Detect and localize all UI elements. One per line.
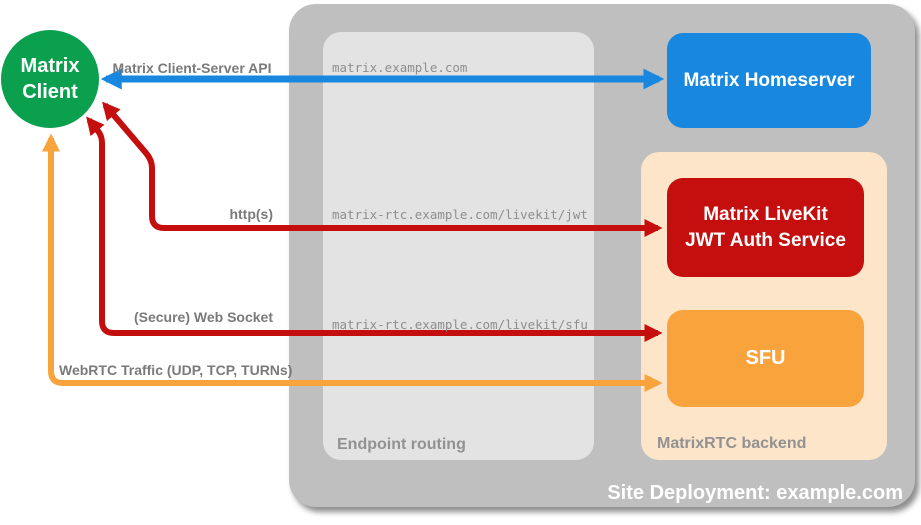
matrixrtc-backend-label: MatrixRTC backend xyxy=(657,435,807,452)
client-server-api-label: Matrix Client-Server API xyxy=(112,60,272,76)
sfu-label: SFU xyxy=(745,347,786,369)
jwt-auth-service-node: Matrix LiveKit JWT Auth Service xyxy=(667,178,864,277)
jwt-auth-service-label-line1: Matrix LiveKit xyxy=(703,203,828,225)
websocket-label: (Secure) Web Socket xyxy=(133,309,273,325)
endpoint-homeserver-url: matrix.example.com xyxy=(332,60,468,75)
jwt-auth-service-label-line2: JWT Auth Service xyxy=(685,229,846,251)
matrix-client-node: Matrix Client xyxy=(1,30,99,128)
site-deployment-label: Site Deployment: example.com xyxy=(607,482,903,504)
matrix-homeserver-label: Matrix Homeserver xyxy=(683,69,855,91)
https-label: http(s) xyxy=(229,206,273,222)
matrix-client-label-line1: Matrix xyxy=(20,55,80,77)
endpoint-sfu-url: matrix-rtc.example.com/livekit/sfu xyxy=(332,317,588,332)
webrtc-traffic-label: WebRTC Traffic (UDP, TCP, TURNs) xyxy=(59,362,293,378)
matrix-client-label-line2: Client xyxy=(22,81,78,103)
endpoint-routing-box xyxy=(323,32,594,460)
sfu-node: SFU xyxy=(667,310,864,407)
matrix-homeserver-node: Matrix Homeserver xyxy=(667,33,871,128)
endpoint-jwt-url: matrix-rtc.example.com/livekit/jwt xyxy=(332,207,588,222)
endpoint-routing-label: Endpoint routing xyxy=(337,436,466,453)
